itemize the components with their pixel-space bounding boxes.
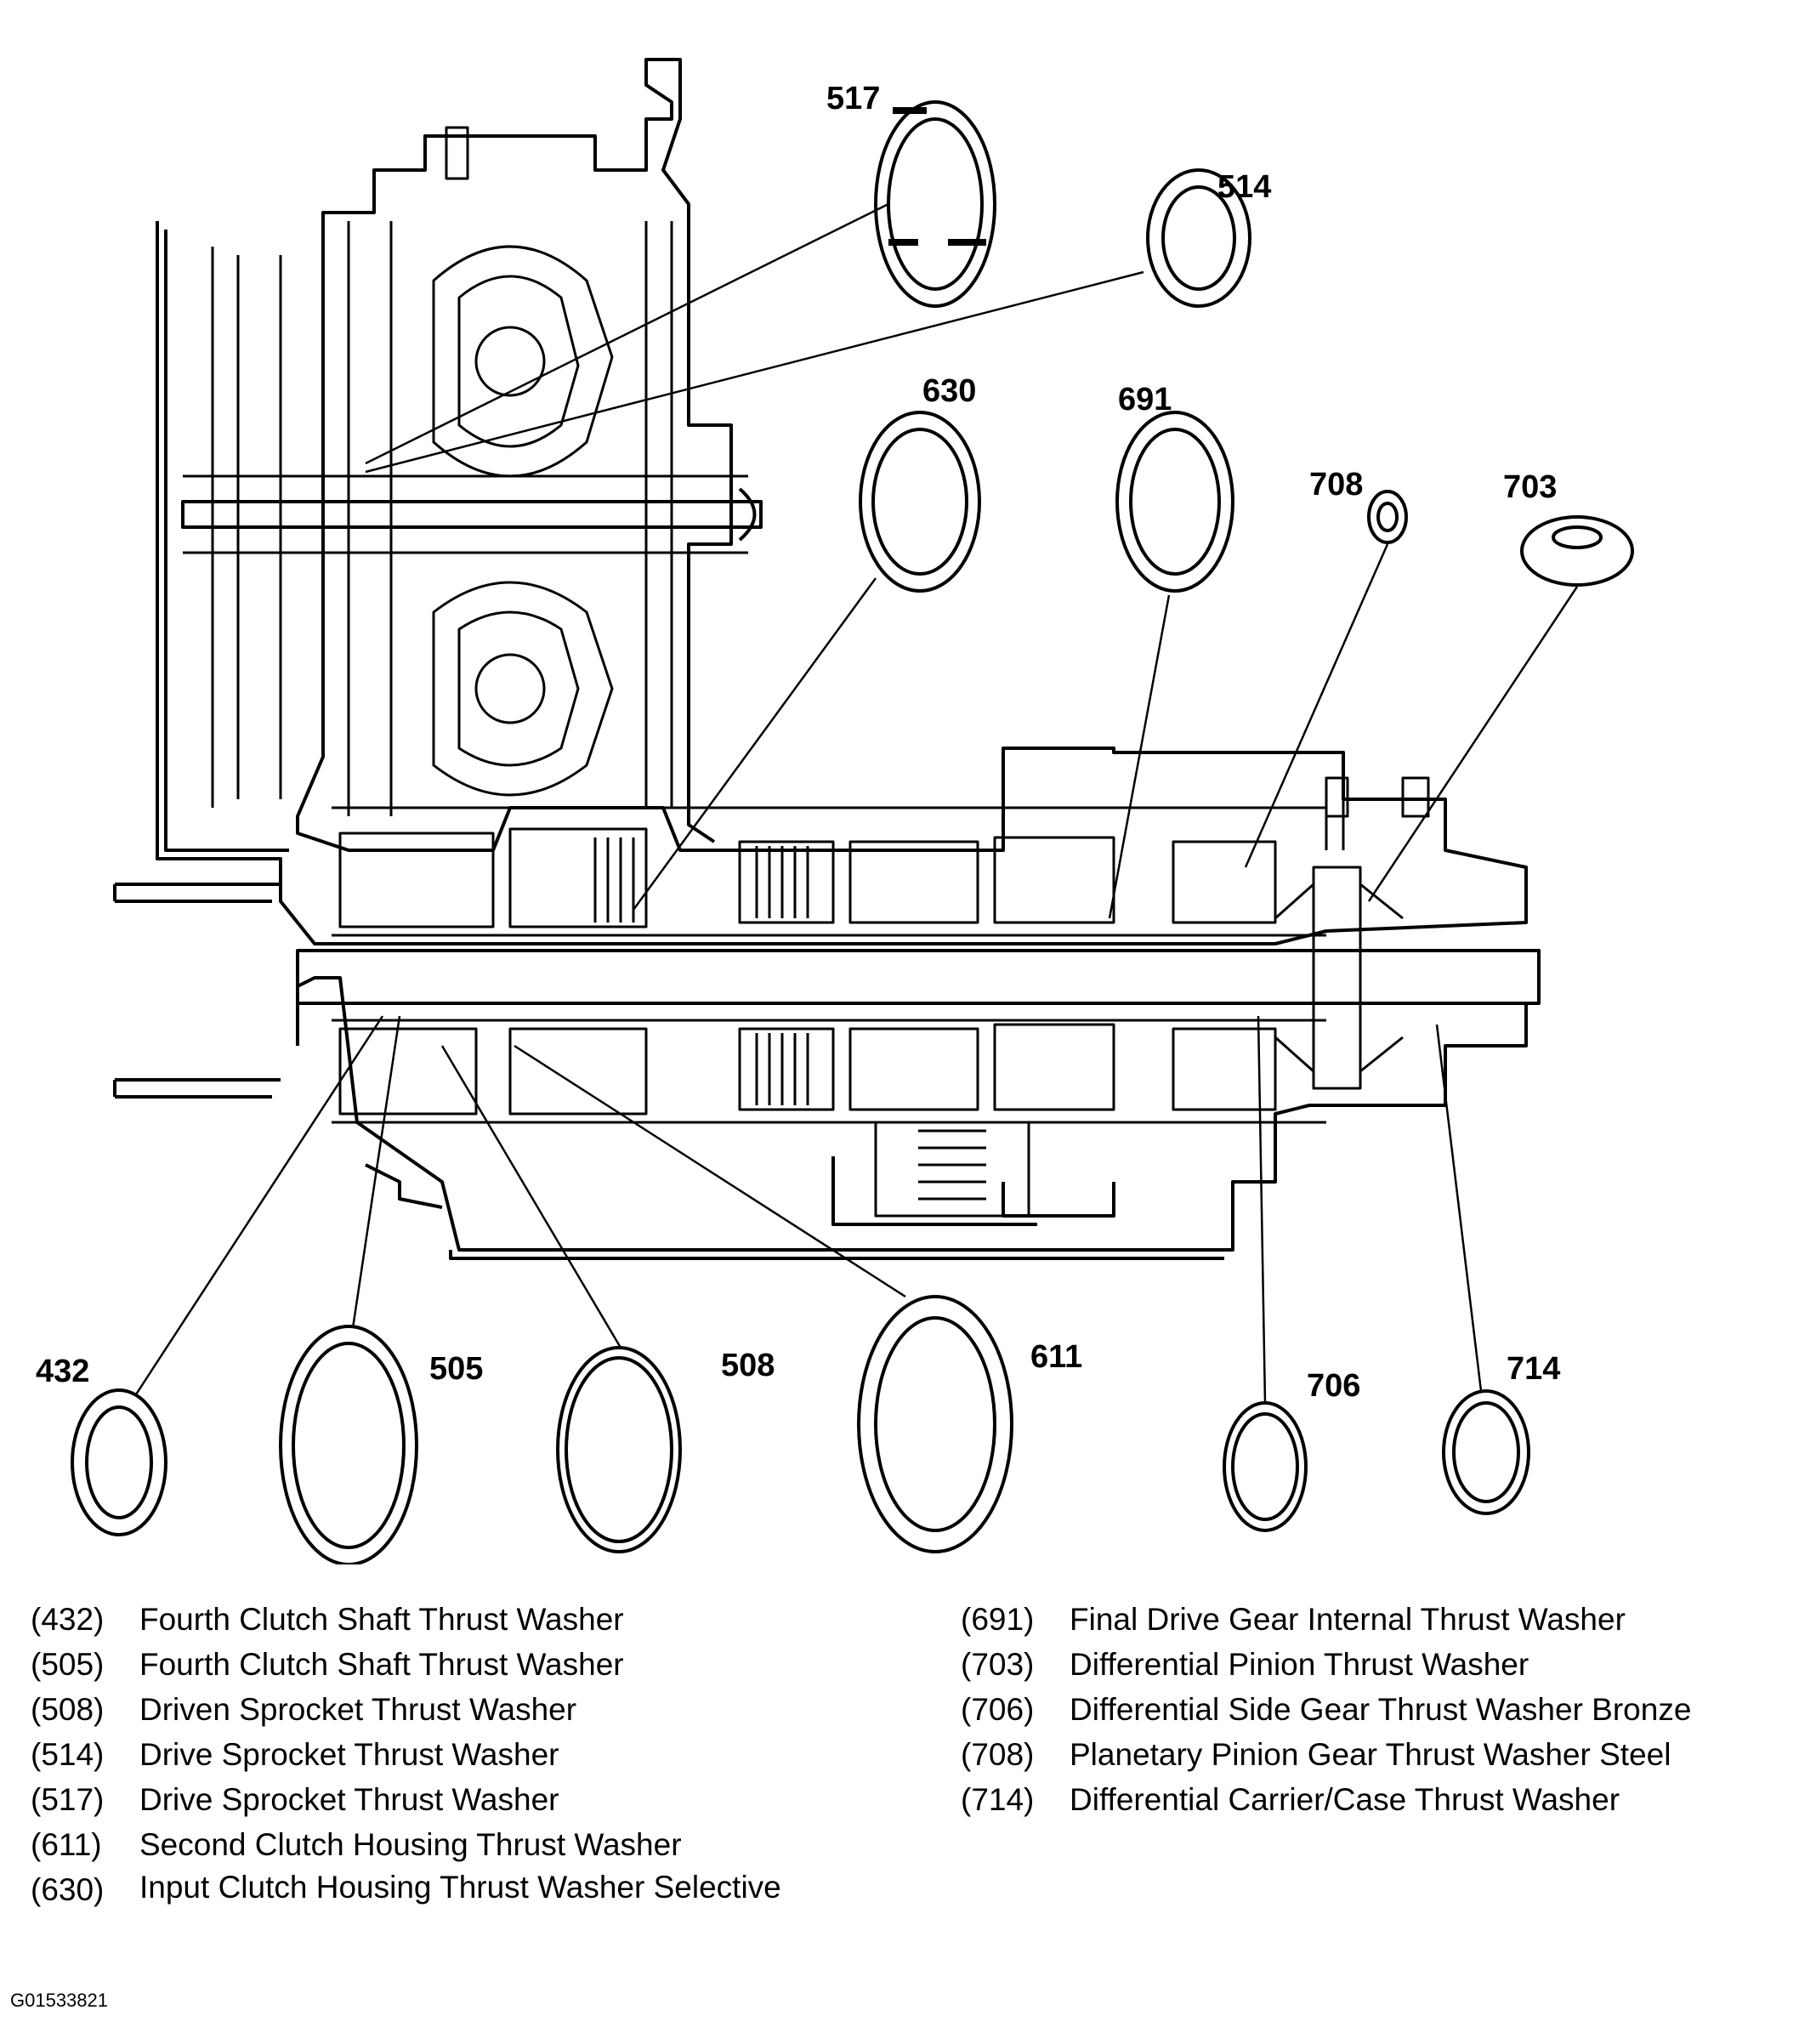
- legend-row: (691) Final Drive Gear Internal Thrust W…: [961, 1597, 1799, 1642]
- legend-description: Differential Side Gear Thrust Washer Bro…: [1070, 1692, 1692, 1727]
- callout-611: 611: [1030, 1339, 1082, 1375]
- callout-505: 505: [429, 1351, 483, 1387]
- leader-lines: [134, 202, 1579, 1404]
- legend-row: (714) Differential Carrier/Case Thrust W…: [961, 1777, 1799, 1822]
- callout-703: 703: [1503, 469, 1557, 505]
- legend-row: (611) Second Clutch Housing Thrust Washe…: [31, 1822, 786, 1867]
- washer-432: [71, 1388, 167, 1536]
- legend-description: Input Clutch Housing Thrust Washer Selec…: [139, 1870, 781, 1905]
- washer-708: [1367, 490, 1408, 544]
- callout-514: 514: [1217, 169, 1271, 205]
- washer-714: [1442, 1389, 1530, 1515]
- legend-row: (514) Drive Sprocket Thrust Washer: [31, 1732, 786, 1777]
- callout-691: 691: [1118, 382, 1172, 417]
- legend-number: (517): [31, 1782, 105, 1817]
- legend-row: (630) Input Clutch Housing Thrust Washer…: [31, 1867, 786, 1912]
- washer-611: [857, 1295, 1013, 1553]
- callout-706: 706: [1307, 1368, 1360, 1404]
- legend-description: Fourth Clutch Shaft Thrust Washer: [139, 1647, 624, 1682]
- legend-row: (708) Planetary Pinion Gear Thrust Washe…: [961, 1732, 1799, 1777]
- washer-517: [874, 100, 996, 308]
- washer-514: [1146, 168, 1251, 308]
- legend-description: Planetary Pinion Gear Thrust Washer Stee…: [1070, 1737, 1671, 1772]
- callout-708: 708: [1309, 467, 1363, 502]
- legend-description: Fourth Clutch Shaft Thrust Washer: [139, 1602, 624, 1637]
- washer-691: [1115, 411, 1234, 593]
- legend-row: (505) Fourth Clutch Shaft Thrust Washer: [31, 1642, 786, 1687]
- figure-id: G01533821: [10, 1990, 108, 2011]
- transaxle-diagram: 517 514 630 691 708 703 432 505 508 611 …: [36, 58, 1634, 1564]
- legend-row: (517) Drive Sprocket Thrust Washer: [31, 1777, 786, 1822]
- legend-number: (611): [31, 1827, 102, 1862]
- legend-row: (706) Differential Side Gear Thrust Wash…: [961, 1687, 1799, 1732]
- legend-left: (432) Fourth Clutch Shaft Thrust Washer …: [31, 1597, 786, 1912]
- transaxle-case: [113, 58, 1541, 1260]
- legend-number: (708): [961, 1737, 1035, 1772]
- legend-number: (508): [31, 1692, 105, 1727]
- legend-row: (508) Driven Sprocket Thrust Washer: [31, 1687, 786, 1732]
- legend-number: (432): [31, 1602, 105, 1637]
- legend-row: (432) Fourth Clutch Shaft Thrust Washer: [31, 1597, 786, 1642]
- legend-description: Differential Pinion Thrust Washer: [1070, 1647, 1529, 1682]
- legend-description: Driven Sprocket Thrust Washer: [139, 1692, 577, 1727]
- callout-432: 432: [36, 1354, 89, 1389]
- legend-number: (505): [31, 1647, 105, 1682]
- legend-row: (703) Differential Pinion Thrust Washer: [961, 1642, 1799, 1687]
- callout-508: 508: [721, 1348, 775, 1383]
- legend-number: (630): [31, 1872, 105, 1907]
- legend-number: (714): [961, 1782, 1035, 1817]
- washer-508: [556, 1346, 682, 1553]
- legend-number: (514): [31, 1737, 105, 1772]
- washer-706: [1223, 1401, 1308, 1532]
- legend-right: (691) Final Drive Gear Internal Thrust W…: [961, 1597, 1799, 1822]
- legend-number: (706): [961, 1692, 1035, 1727]
- legend-number: (703): [961, 1647, 1035, 1682]
- legend-description: Second Clutch Housing Thrust Washer: [139, 1827, 682, 1862]
- callout-517: 517: [826, 81, 880, 116]
- washer-703: [1520, 515, 1634, 587]
- callout-630: 630: [922, 373, 976, 409]
- legend-description: Drive Sprocket Thrust Washer: [139, 1782, 559, 1817]
- legend-description: Differential Carrier/Case Thrust Washer: [1070, 1782, 1620, 1817]
- legend-number: (691): [961, 1602, 1035, 1637]
- washer-505: [279, 1325, 418, 1564]
- legend-description: Drive Sprocket Thrust Washer: [139, 1737, 559, 1772]
- washer-630: [859, 411, 981, 593]
- callout-714: 714: [1507, 1351, 1560, 1387]
- legend-description: Final Drive Gear Internal Thrust Washer: [1070, 1602, 1626, 1637]
- internal-components: [183, 126, 1430, 1218]
